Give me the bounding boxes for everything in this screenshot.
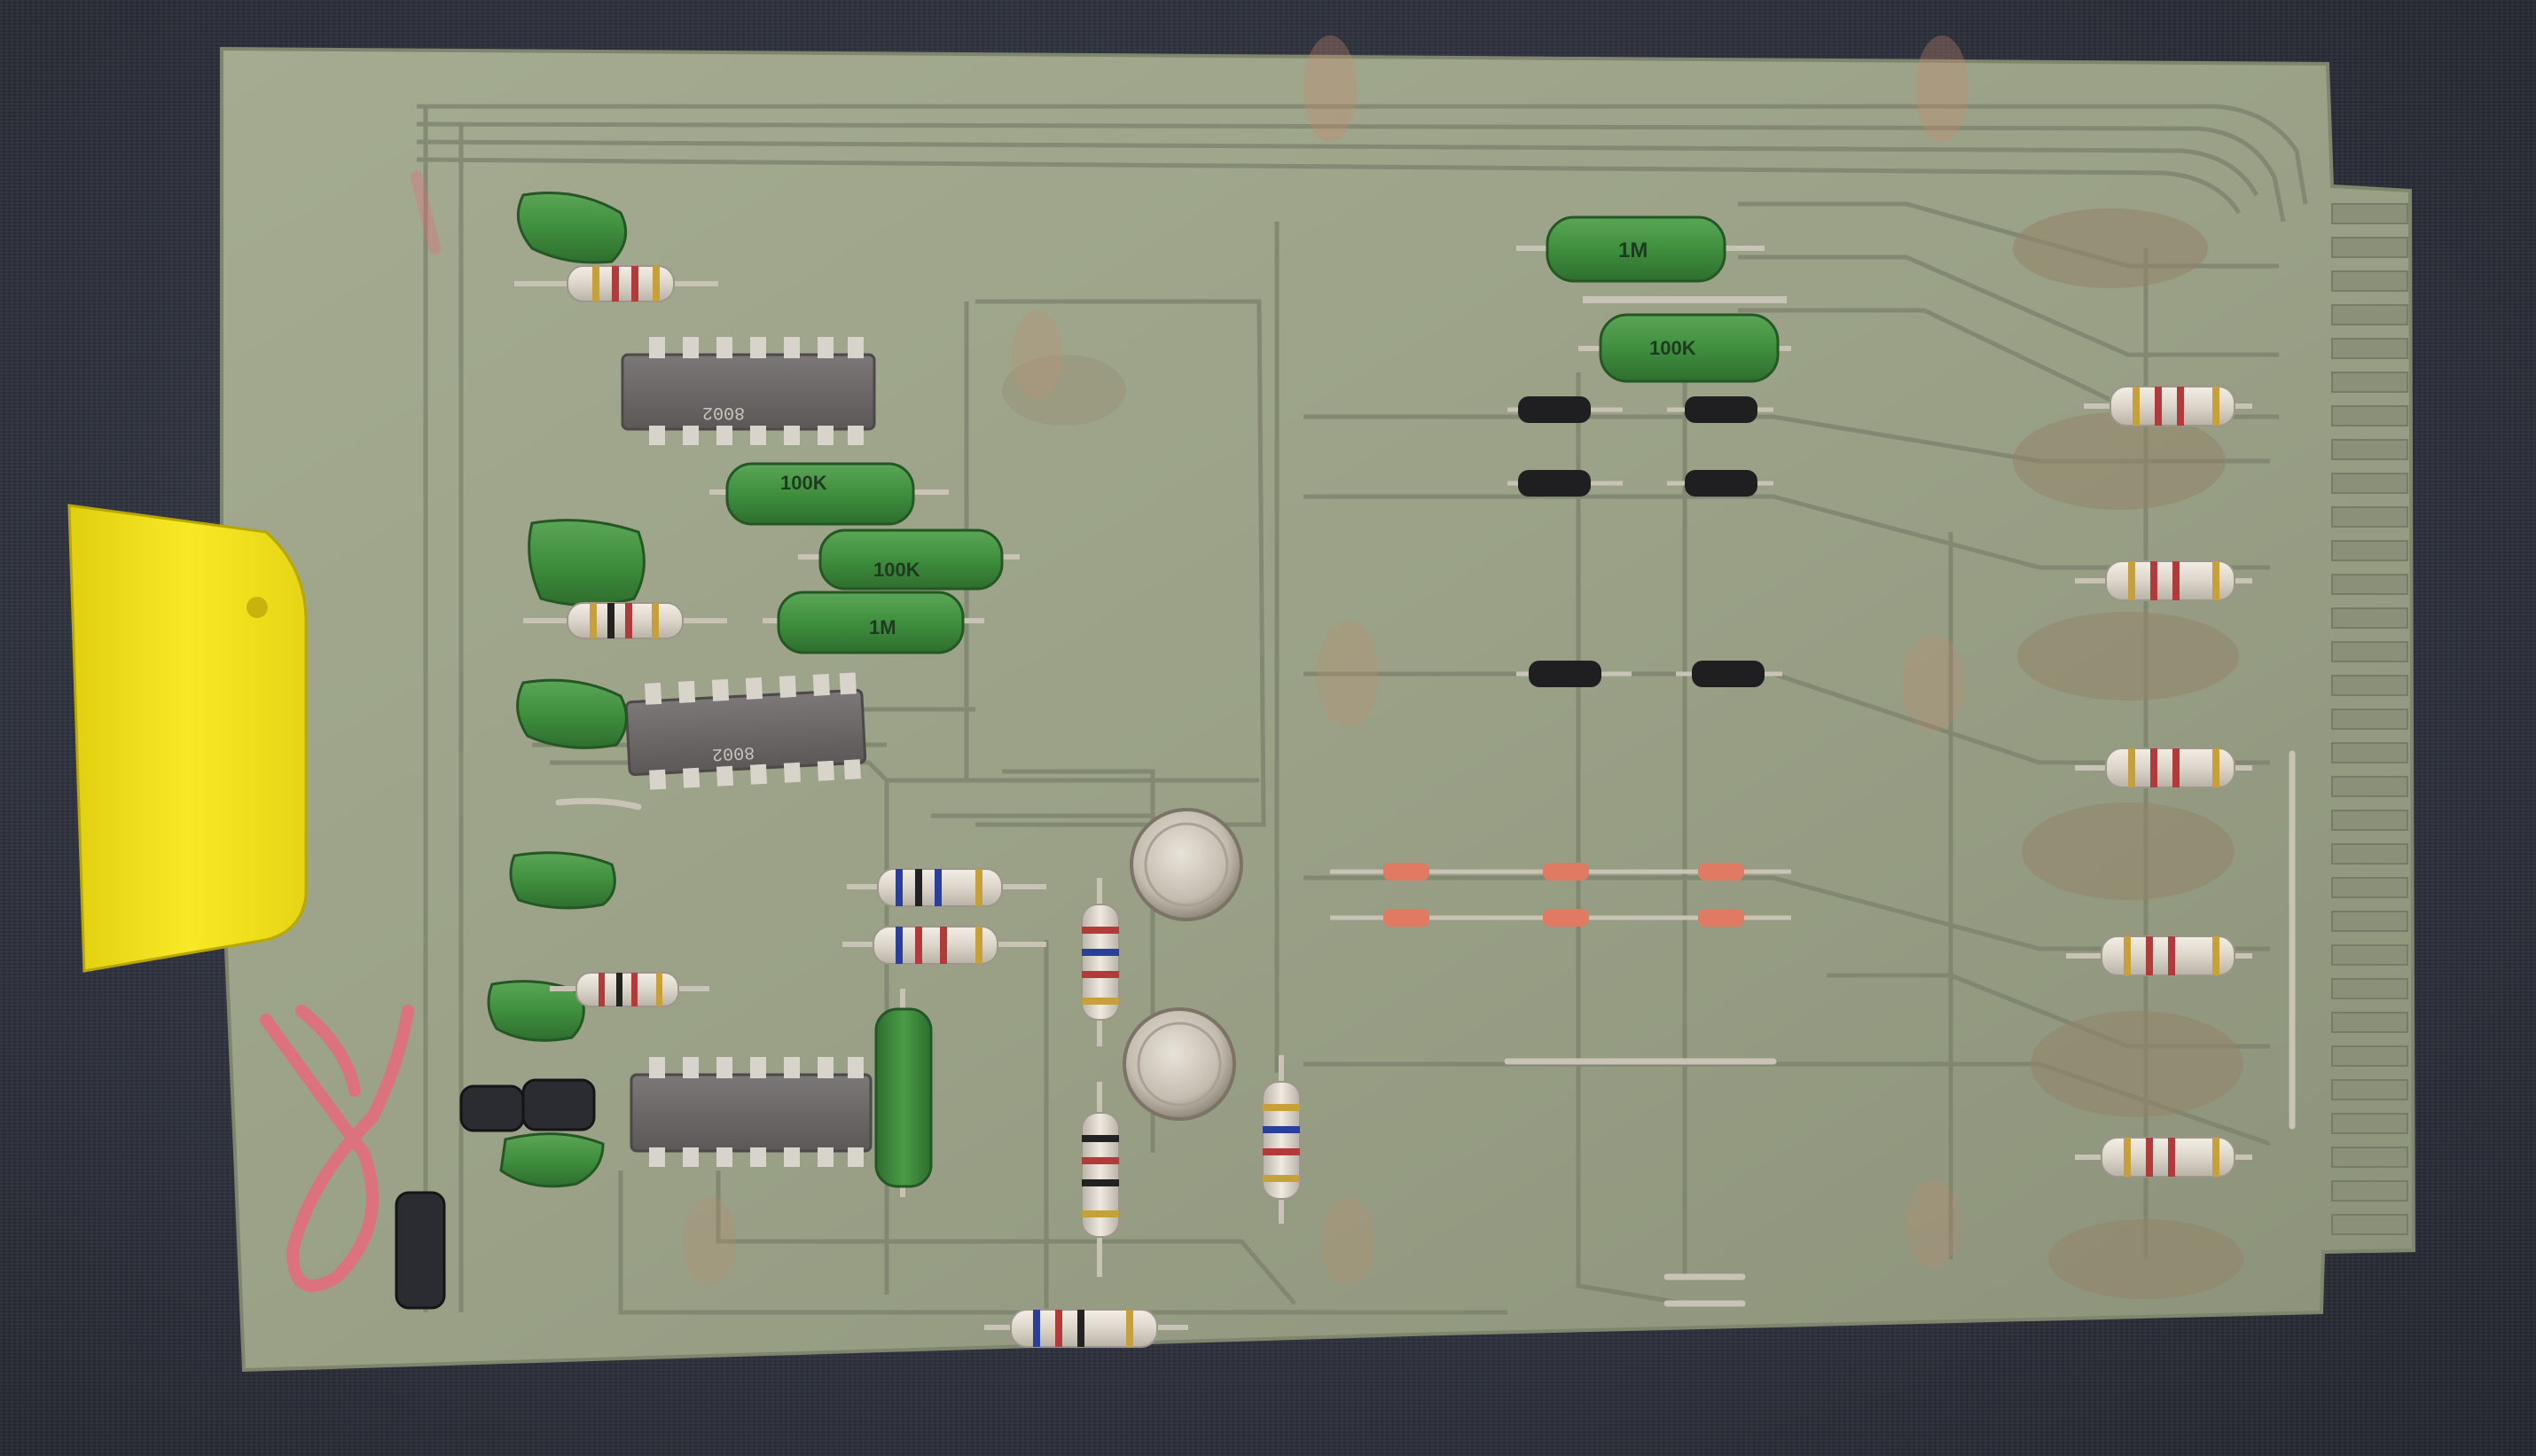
res-100k-1-label: 100K (780, 472, 827, 494)
green-capacitors (487, 192, 646, 1188)
solder-pads (683, 35, 2243, 1299)
handwritten-mark (260, 171, 441, 1292)
res-100k-2-label: 100K (873, 559, 920, 581)
res-100k-right-label: 100K (1649, 337, 1696, 359)
yellow-ejector-tab (67, 504, 308, 973)
green-resistors: 1M 100K 100K 100K 1M (709, 215, 1791, 1197)
dip-ic-bottom (630, 1057, 873, 1167)
transistor-cans (1123, 808, 1243, 1121)
dip-ic-top: 8002 (621, 337, 876, 445)
ic-top-code: 8002 (702, 402, 745, 422)
jumper-wires (555, 750, 2296, 1307)
black-diodes (1507, 396, 1782, 687)
axial-resistors (514, 265, 2252, 1348)
res-1m-2-label: 1M (869, 616, 896, 638)
edge-connector (2331, 203, 2408, 1235)
ferrite-beads (395, 1078, 596, 1310)
glass-diodes (1330, 863, 1791, 927)
dip-ic-middle: 8002 (624, 672, 867, 790)
res-1m-top-label: 1M (1618, 239, 1648, 262)
ic-middle-code: 8002 (711, 741, 755, 763)
ejector-hole (247, 597, 268, 618)
